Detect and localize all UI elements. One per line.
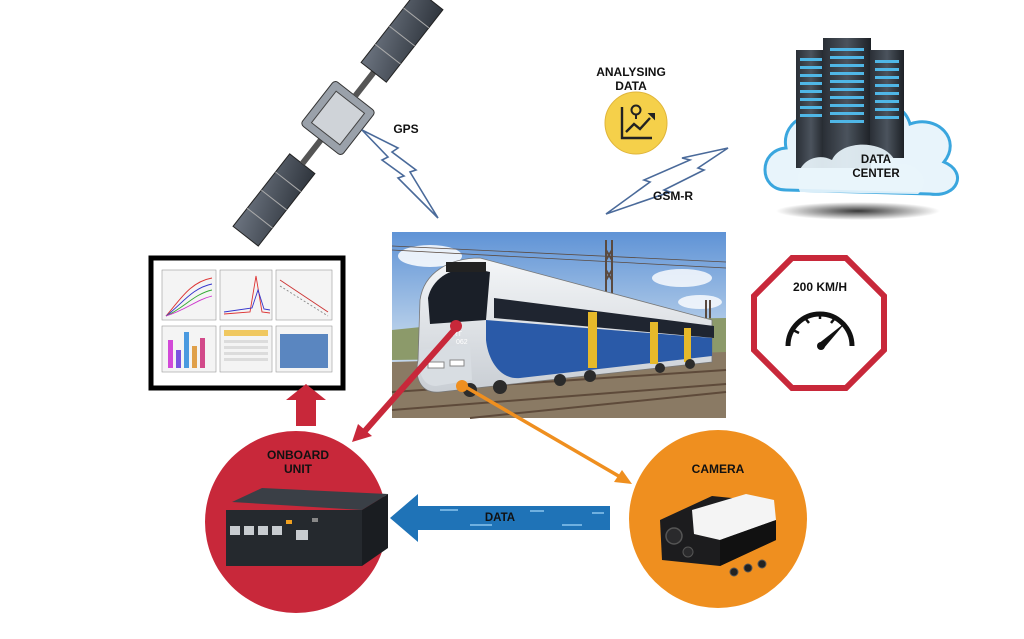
data-flow-label: DATA [484,512,516,524]
analytics-icon [604,91,668,155]
analysing-data-label: ANALYSING DATA [596,65,666,93]
gps-lightning-icon [361,129,439,219]
camera-icon [660,494,776,577]
train-red-connector-dot [450,320,462,332]
speed-limit-label: 200 KM/H [792,280,848,294]
onboard-unit-label: ONBOARD UNIT [267,448,329,476]
gsm-r-label: GSM-R [653,189,693,203]
speed-stop-sign [751,255,887,391]
train-photo [391,232,727,419]
speedometer-icon [785,311,855,350]
train-to-onboard-arrowhead [352,424,372,442]
data-flow-arrow [390,494,610,542]
train-orange-connector-dot [456,380,468,392]
monitor-icon [148,255,346,391]
gsm-lightning-icon [605,147,729,215]
data-center-label: DATA CENTER [852,154,900,180]
onboard-to-monitor-arrow [286,384,326,426]
server-cloud-icon [763,38,959,196]
gps-label: GPS [393,122,419,136]
datacenter-shadow [776,202,940,220]
onboard-device-icon [226,488,388,566]
satellite-icon [232,0,444,247]
train-to-camera-line [463,384,623,480]
train-to-onboard-line [361,326,459,434]
train-to-camera-arrowhead [614,470,632,484]
camera-label: CAMERA [691,462,745,476]
